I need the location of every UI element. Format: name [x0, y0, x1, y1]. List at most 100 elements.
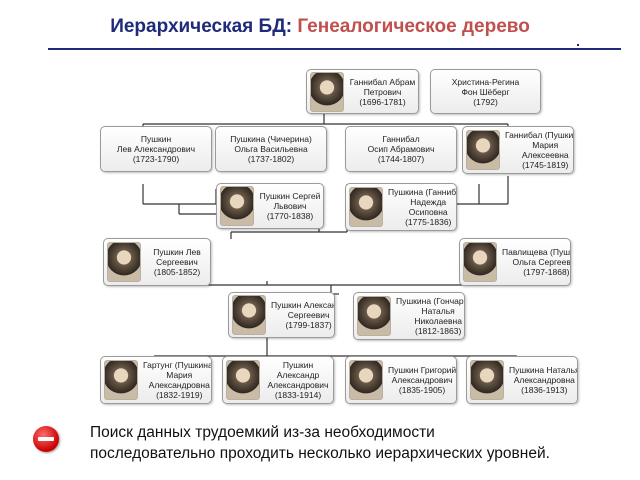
- portrait-image: [104, 360, 138, 400]
- person-label-line: (1775-1836): [405, 217, 452, 227]
- person-label-line: Пушкина Наталья: [509, 365, 578, 375]
- person-label-line: (1723-1790): [132, 154, 180, 164]
- person-label-line: Львович: [273, 201, 307, 211]
- person-label-line: (1744-1807): [377, 154, 425, 164]
- person-node-pavlishcheva-olga: Павлищева (Пушкина)Ольга Сергеевна(1797-…: [459, 238, 571, 286]
- person-label-line: Лев Александрович: [116, 144, 196, 154]
- person-label-line: Христина-Регина: [451, 76, 520, 87]
- person-label-line: (1792): [473, 96, 498, 107]
- person-label-line: Петрович: [363, 86, 402, 97]
- slide-title: Иерархическая БД: Генеалогическое дерево: [0, 16, 640, 38]
- person-label-line: Пушкина (Чичерина): [230, 134, 312, 144]
- person-label: Павлищева (Пушкина)Ольга Сергеевна(1797-…: [500, 247, 570, 277]
- person-label-line: (1799-1837): [285, 320, 332, 330]
- person-label-line: (1833-1914): [274, 390, 322, 400]
- person-label-line: Ганнибал (Пушкина): [505, 130, 574, 140]
- person-label-line: Александрович: [391, 375, 453, 385]
- note-line-2: последовательно проходить несколько иера…: [90, 445, 550, 462]
- person-label-line: Пушкин Александр: [271, 300, 334, 310]
- person-label-line: Мария: [532, 140, 559, 150]
- note-line-1: Поиск данных трудоемкий из-за необходимо…: [90, 424, 435, 441]
- person-label-line: Александровна: [513, 375, 575, 385]
- person-label-line: (1737-1802): [247, 154, 295, 164]
- person-label-line: Наталья: [421, 306, 455, 316]
- person-label: Ганнибал (Пушкина)МарияАлексеевна(1745-1…: [503, 130, 574, 170]
- title-prefix: Иерархическая БД:: [110, 16, 293, 37]
- title-underline: [48, 48, 621, 50]
- portrait-image: [466, 130, 500, 170]
- title-underline-mark: [577, 44, 579, 46]
- person-label-line: Мария: [166, 370, 193, 380]
- portrait-image: [357, 296, 391, 336]
- person-label-line: Ольга Васильевна: [234, 144, 308, 154]
- person-label-line: (1805-1852): [153, 267, 201, 277]
- person-label-line: (1835-1905): [398, 385, 446, 395]
- family-tree: [99, 54, 581, 416]
- person-label-line: Пушкин Сергей: [259, 191, 321, 201]
- person-label-line: (1797-1868): [523, 267, 570, 277]
- person-label-line: Фон Шёберг: [461, 86, 510, 97]
- portrait-image: [310, 71, 344, 112]
- person-label-line: Алексеевна: [521, 150, 569, 160]
- title-subject: Генеалогическое дерево: [297, 16, 530, 37]
- person-label: Пушкина (Гончарова)НатальяНиколаевна(181…: [394, 296, 464, 336]
- person-label-line: (1812-1863): [415, 326, 462, 336]
- person-label-line: Сергеевич: [287, 310, 330, 320]
- person-label-line: Осип Абрамович: [367, 144, 435, 154]
- person-label-line: Александровна: [148, 380, 210, 390]
- person-label-line: Ганнибал Абрам: [349, 76, 416, 87]
- person-node-gannibal-maria: Ганнибал (Пушкина)МарияАлексеевна(1745-1…: [462, 126, 574, 174]
- portrait-image: [349, 187, 383, 227]
- portrait-image: [463, 242, 497, 282]
- person-label-line: Николаевна: [414, 316, 462, 326]
- person-node-pushkina-natalya-n: Пушкина (Гончарова)НатальяНиколаевна(181…: [353, 292, 465, 340]
- person-label: Пушкин АлександрСергеевич(1799-1837): [269, 300, 334, 330]
- stop-icon: [33, 426, 59, 452]
- person-label: Пушкина (Ганнибал)НадеждаОсиповна(1775-1…: [386, 187, 456, 227]
- person-label-line: (1770-1838): [266, 211, 314, 221]
- portrait-image: [470, 360, 504, 400]
- person-label-line: Пушкин Григорий: [388, 365, 457, 375]
- portrait-image: [220, 186, 254, 226]
- person-label-line: (1745-1819): [522, 160, 569, 170]
- person-label-line: (1832-1919): [156, 390, 203, 400]
- person-node-pushkina-olga-v: Пушкина (Чичерина)Ольга Васильевна(1737-…: [215, 126, 327, 172]
- person-label-line: Сергеевич: [156, 257, 198, 267]
- person-label-line: Осиповна: [408, 207, 448, 217]
- portrait-image: [232, 295, 266, 335]
- person-label-line: Пушкин: [140, 134, 172, 144]
- person-label-line: (1696-1781): [359, 96, 406, 107]
- note-text: Поиск данных трудоемкий из-за необходимо…: [90, 422, 630, 464]
- person-label: Пушкина (Чичерина)Ольга Васильевна(1737-…: [216, 134, 326, 164]
- person-label-line: Пушкина (Гончарова): [396, 296, 464, 306]
- person-label-line: Надежда: [410, 197, 447, 207]
- person-label-line: Пушкина (Ганнибал): [388, 187, 456, 197]
- person-node-pushkin-alexander-s: Пушкин АлександрСергеевич(1799-1837): [228, 292, 335, 338]
- person-label-line: Ганнибал: [382, 134, 420, 144]
- person-node-pushkina-nadezhda: Пушкина (Ганнибал)НадеждаОсиповна(1775-1…: [345, 183, 457, 231]
- person-label-line: Александрович: [267, 380, 329, 390]
- portrait-image: [226, 360, 260, 400]
- portrait-image: [349, 360, 383, 400]
- person-label-line: Пушкин: [282, 360, 314, 370]
